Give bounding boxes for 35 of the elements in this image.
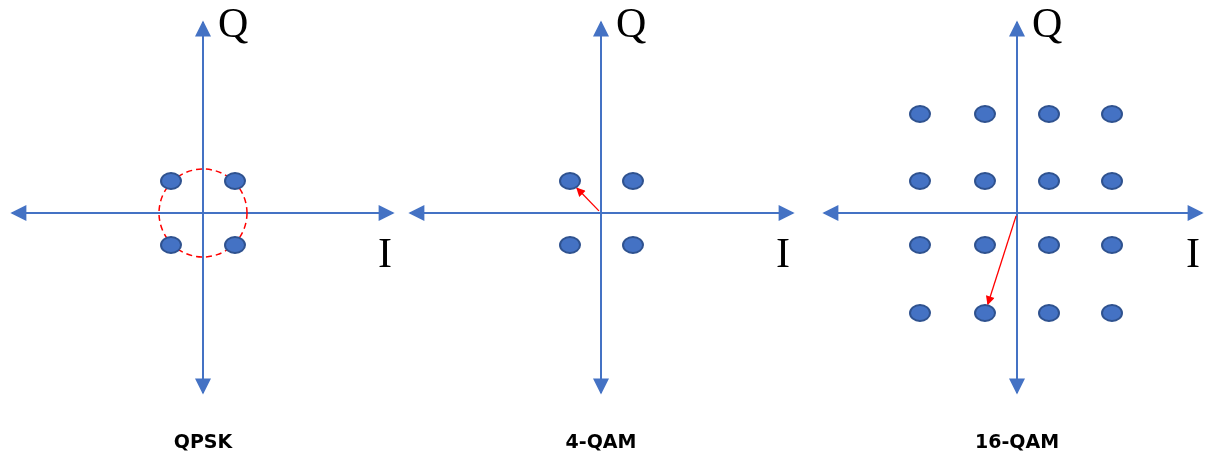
constellation-point: [974, 236, 996, 254]
constellation-point: [1101, 236, 1123, 254]
arrow: [985, 215, 1017, 306]
constellation-point: [1101, 172, 1123, 190]
constellation-point: [224, 236, 246, 254]
constellation-point: [1038, 172, 1060, 190]
constellation-point: [160, 236, 182, 254]
axis-label: I: [378, 232, 392, 274]
constellation-point: [909, 172, 931, 190]
constellation-point: [909, 304, 931, 322]
constellation-point: [974, 304, 996, 322]
constellation-point: [224, 172, 246, 190]
constellation-point: [622, 236, 644, 254]
constellation-point: [1038, 105, 1060, 123]
arrow: [576, 187, 600, 212]
constellation-point: [974, 105, 996, 123]
constellation-point: [974, 172, 996, 190]
constellation-point: [1038, 236, 1060, 254]
panel-caption: 16-QAM: [974, 430, 1060, 452]
axis-label: I: [1186, 232, 1200, 274]
axis-label: I: [776, 232, 790, 274]
constellation-point: [622, 172, 644, 190]
panel-caption: QPSK: [173, 430, 233, 452]
constellation-point: [559, 236, 581, 254]
constellation-point: [1101, 304, 1123, 322]
axis-label: Q: [218, 2, 249, 44]
axis-label: Q: [616, 2, 647, 44]
constellation-point: [1101, 105, 1123, 123]
constellation-point: [1038, 304, 1060, 322]
constellation-point: [160, 172, 182, 190]
constellation-point: [909, 105, 931, 123]
constellation-point: [909, 236, 931, 254]
constellation-point: [559, 172, 581, 190]
axis-label: Q: [1032, 2, 1063, 44]
panel-caption: 4-QAM: [565, 430, 637, 452]
